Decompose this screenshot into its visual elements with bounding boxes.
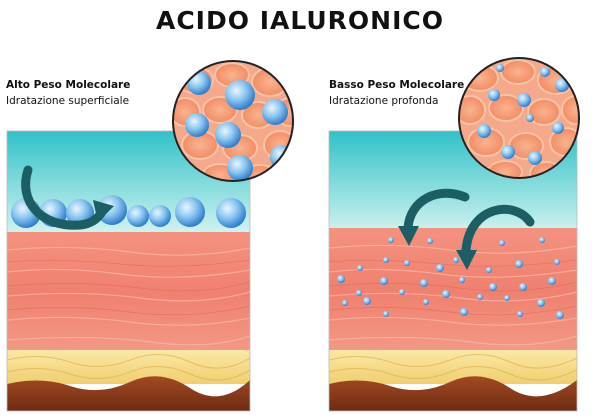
- penetration-arrow-icon: [398, 188, 470, 246]
- label-left: Alto Peso Molecolare Idratazione superfi…: [6, 77, 130, 109]
- dermis-layer: [329, 228, 577, 354]
- small-molecules: [337, 237, 564, 319]
- magnifier-left: [172, 60, 294, 182]
- penetration-arrow-icon: [456, 204, 535, 270]
- panel-left-subtitle: Idratazione superficiale: [6, 95, 130, 107]
- label-right: Basso Peso Molecolare Idratazione profon…: [329, 77, 464, 109]
- base-layer: [7, 376, 250, 411]
- panel-right-title: Basso Peso Molecolare: [329, 79, 465, 91]
- fat-layer: [7, 350, 250, 384]
- panel-right-subtitle: Idratazione profonda: [329, 95, 439, 107]
- surface-arrow-icon: [21, 165, 114, 230]
- base-layer: [329, 376, 577, 411]
- fat-layer: [329, 350, 577, 384]
- dermis-layer: [7, 232, 250, 354]
- panel-left-skin: [7, 131, 250, 411]
- page-title: ACIDO IALURONICO: [155, 6, 445, 35]
- panel-right-skin: [329, 131, 577, 411]
- small-molecules-zoom: [477, 64, 577, 165]
- panel-left-title: Alto Peso Molecolare: [6, 79, 131, 91]
